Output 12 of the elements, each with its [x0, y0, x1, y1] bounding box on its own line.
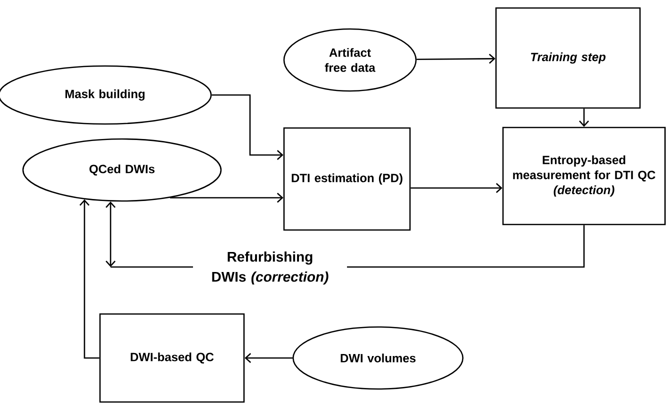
arrow [410, 183, 502, 193]
process-box: DTI estimation (PD) [283, 127, 411, 231]
process-box: Entropy-based measurement for DTI QC (detection) [502, 126, 666, 226]
process-box: Training step [495, 7, 641, 109]
arrow [416, 54, 496, 64]
arrow [170, 192, 284, 203]
edge-label: Refurbishing DWIs (correction) [193, 249, 347, 287]
arrow [80, 199, 100, 359]
process-box: DWI-based QC [99, 313, 245, 403]
arrow [579, 108, 589, 127]
arrow [212, 94, 284, 160]
arrow [244, 353, 292, 363]
